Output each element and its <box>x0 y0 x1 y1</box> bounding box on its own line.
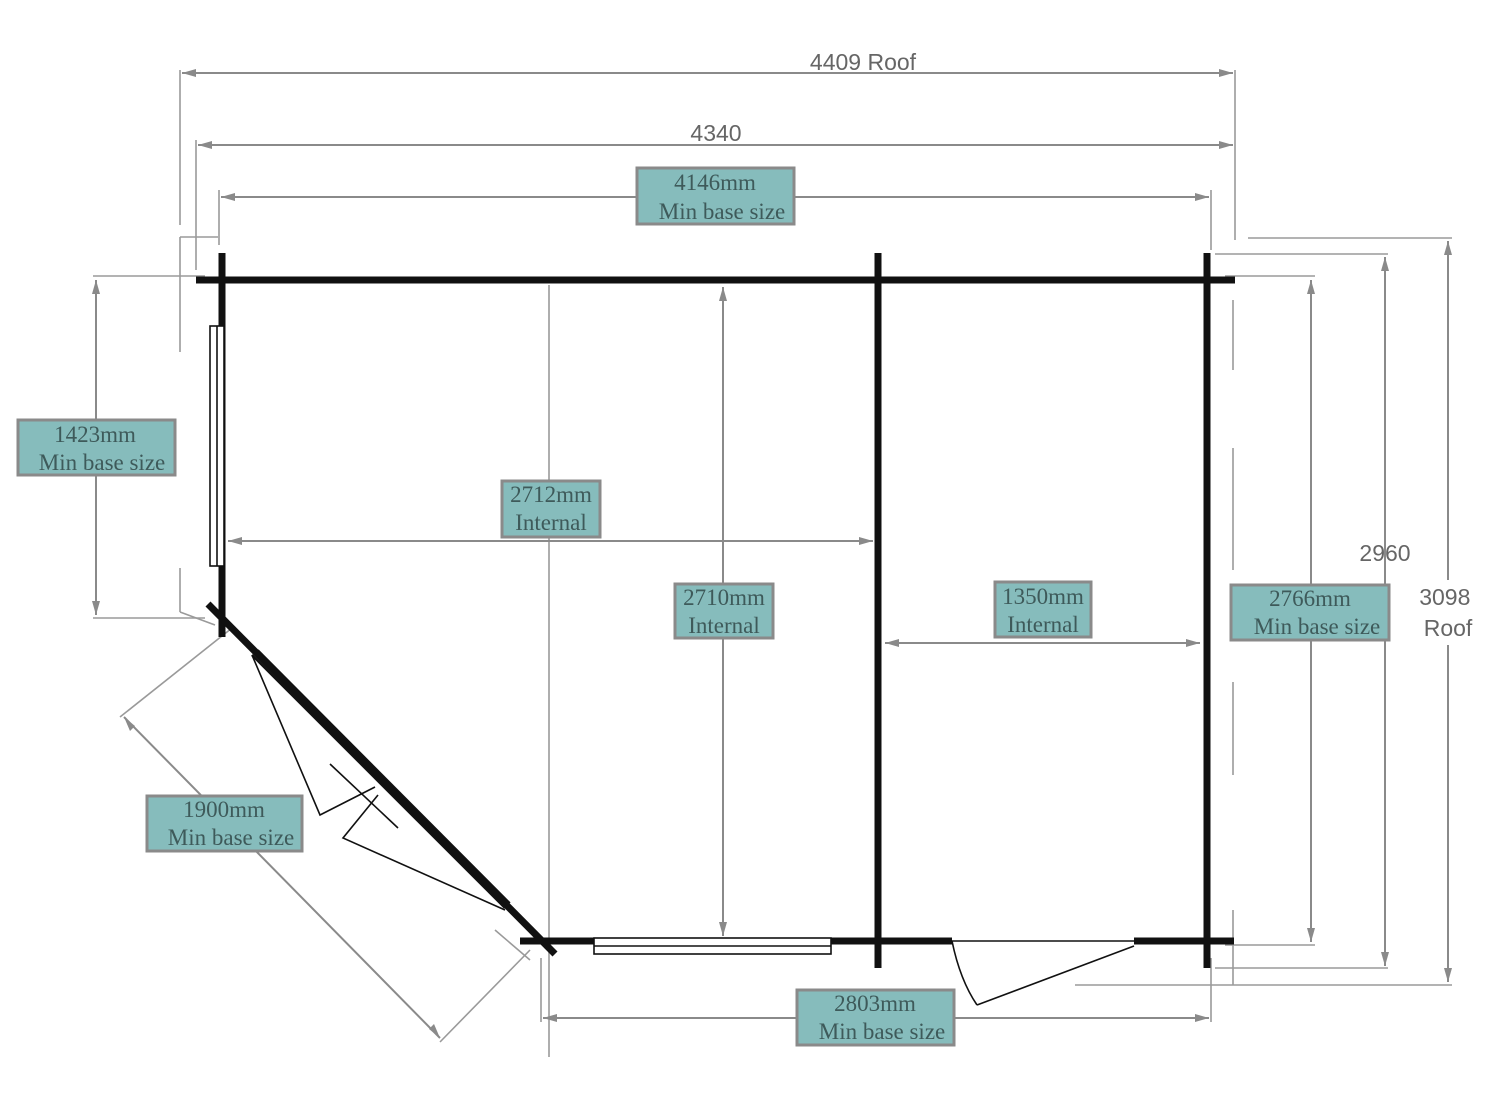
svg-text:2766mm: 2766mm <box>1269 586 1351 611</box>
dimension-overall-width-line <box>198 141 1233 149</box>
dimension-side-internal-width-line <box>885 639 1200 647</box>
overall-width-label: 4340 <box>690 120 741 146</box>
dimension-roof-width-line <box>182 69 1233 77</box>
roof-depth-label: 3098 Roof <box>1419 584 1477 641</box>
label-top-base: 4146mm Min base size <box>635 166 796 226</box>
svg-text:1350mm: 1350mm <box>1002 584 1084 609</box>
svg-text:2803mm: 2803mm <box>834 991 916 1016</box>
svg-text:Min base size: Min base size <box>819 1019 945 1044</box>
single-door <box>951 940 1135 1006</box>
label-internal-depth: 2710mm Internal <box>673 582 775 640</box>
overall-depth-label: 2960 <box>1359 540 1410 566</box>
label-bottom-base: 2803mm Min base size <box>795 988 956 1047</box>
svg-text:2710mm: 2710mm <box>683 585 765 610</box>
dimension-corner-base-line <box>123 716 441 1039</box>
roof-width-label: 4409 Roof <box>810 49 917 75</box>
label-side-internal-width: 1350mm Internal <box>993 580 1093 639</box>
wall-diagonal <box>205 601 558 957</box>
svg-text:Min base size: Min base size <box>1254 614 1380 639</box>
label-left-base: 1423mm Min base size <box>16 418 177 477</box>
svg-text:Internal: Internal <box>1007 612 1079 637</box>
svg-text:1423mm: 1423mm <box>54 422 136 447</box>
left-window <box>209 325 225 567</box>
svg-text:Min base size: Min base size <box>168 825 294 850</box>
svg-text:Min base size: Min base size <box>39 450 165 475</box>
svg-text:2712mm: 2712mm <box>510 482 592 507</box>
svg-text:Internal: Internal <box>515 510 587 535</box>
bottom-window <box>593 937 832 955</box>
svg-text:4146mm: 4146mm <box>674 170 756 195</box>
label-corner-base: 1900mm Min base size <box>145 794 304 853</box>
double-door <box>251 649 511 911</box>
label-main-internal-width: 2712mm Internal <box>500 479 602 539</box>
dimension-main-internal-width-line <box>228 537 873 545</box>
svg-text:Min base size: Min base size <box>659 199 785 224</box>
extension-lines <box>93 70 1452 1057</box>
svg-text:1900mm: 1900mm <box>183 797 265 822</box>
label-right-base: 2766mm Min base size <box>1229 583 1391 642</box>
svg-text:Internal: Internal <box>688 613 760 638</box>
